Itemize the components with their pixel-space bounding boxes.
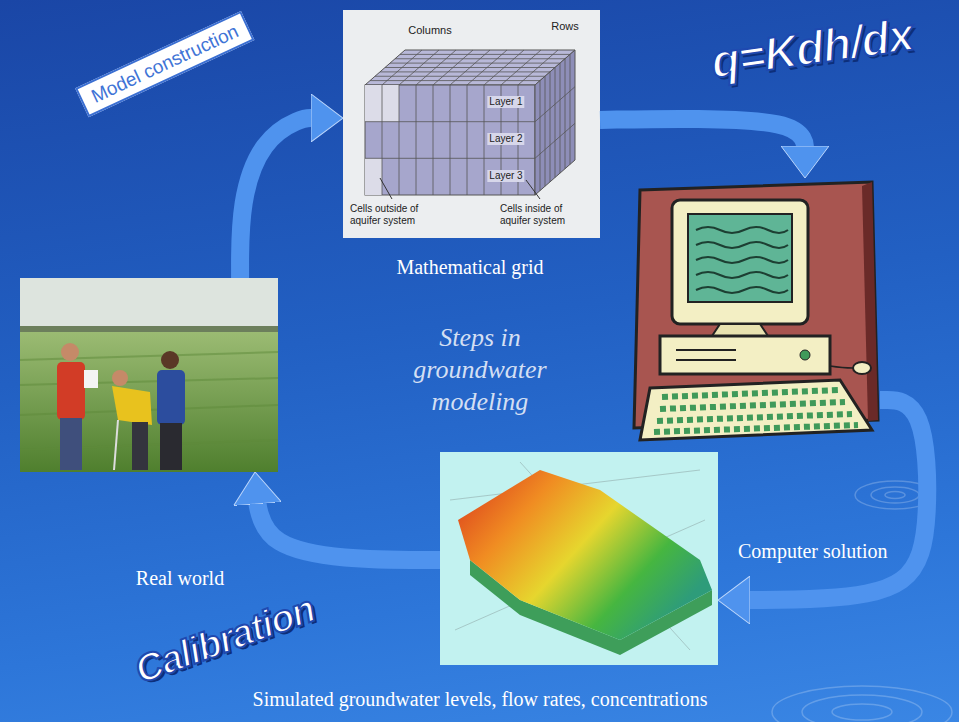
person-body xyxy=(57,362,85,420)
cpu-box xyxy=(660,336,830,374)
power-button xyxy=(800,350,810,360)
node-caption: Simulated groundwater levels, flow rates… xyxy=(253,688,708,711)
sky xyxy=(20,278,278,338)
outside-cells xyxy=(365,158,382,195)
ripple xyxy=(772,686,952,722)
screen-waves xyxy=(696,227,788,293)
person-legs xyxy=(160,423,182,470)
equation-wordart: q=Kdh/dx xyxy=(708,9,916,87)
mouse-cable xyxy=(830,366,853,368)
calibration-wordart: Calibration xyxy=(130,588,320,691)
mouse xyxy=(853,362,871,374)
grid-axis-label: Columns xyxy=(408,24,451,37)
flow-arrow xyxy=(600,119,805,148)
monitor xyxy=(672,200,808,324)
person-head xyxy=(161,351,179,369)
computer-clipart xyxy=(634,182,878,440)
person-head xyxy=(61,343,79,361)
grid-lines xyxy=(535,54,575,190)
person-body xyxy=(157,370,185,425)
grid-callout: Cells inside of aquifer system xyxy=(500,203,595,227)
flow-arrow xyxy=(240,118,313,278)
flow-arrow xyxy=(257,502,440,560)
ripple xyxy=(885,492,905,499)
grid-lines xyxy=(365,85,535,195)
monitor-stand xyxy=(712,324,768,336)
screen xyxy=(688,214,792,302)
grid-axis-label: Layer 1 xyxy=(487,96,524,108)
ripple xyxy=(802,695,922,722)
field-photo xyxy=(20,278,278,472)
grid-front-face xyxy=(365,85,535,195)
step-label: Model construction xyxy=(75,11,255,118)
surface-figure xyxy=(440,452,718,665)
keyboard xyxy=(640,380,872,440)
ripple xyxy=(871,487,919,503)
person-head xyxy=(112,370,128,386)
grid-figure xyxy=(343,10,600,238)
panel-shadow xyxy=(862,182,878,421)
figure-ground xyxy=(343,10,600,238)
person-legs xyxy=(60,418,82,470)
leader-line xyxy=(380,178,392,199)
field xyxy=(20,330,278,472)
grid-axis-label: Rows xyxy=(551,20,579,33)
treeline xyxy=(20,326,278,332)
result-frame: Simulated groundwater levels, flow rates… xyxy=(440,452,718,665)
node-caption: Computer solution xyxy=(738,540,887,563)
leader-line xyxy=(526,180,540,199)
grid-callout: Cells outside of aquifer system xyxy=(350,203,450,227)
water-table-surface xyxy=(458,470,712,640)
crop-rows xyxy=(20,352,278,450)
grid-lines xyxy=(370,50,570,85)
node-caption: Mathematical grid xyxy=(396,256,543,279)
computer-frame: Computer solution xyxy=(630,178,880,446)
drive-slots xyxy=(676,350,736,360)
node-caption: Real world xyxy=(136,567,224,590)
clipboard xyxy=(84,370,98,388)
flow-arrow xyxy=(748,400,927,600)
person-legs xyxy=(132,422,148,470)
photo-frame: Real world xyxy=(20,278,278,472)
keys xyxy=(654,390,858,432)
probe-rod xyxy=(114,420,118,470)
person-body xyxy=(112,386,152,425)
figure-ground xyxy=(440,452,718,665)
ripple xyxy=(832,704,892,720)
grid-axis-label: Layer 3 xyxy=(487,170,524,182)
grid-axis-label: Layer 2 xyxy=(487,133,524,145)
diagram-title: Steps in groundwater modeling xyxy=(390,322,570,418)
